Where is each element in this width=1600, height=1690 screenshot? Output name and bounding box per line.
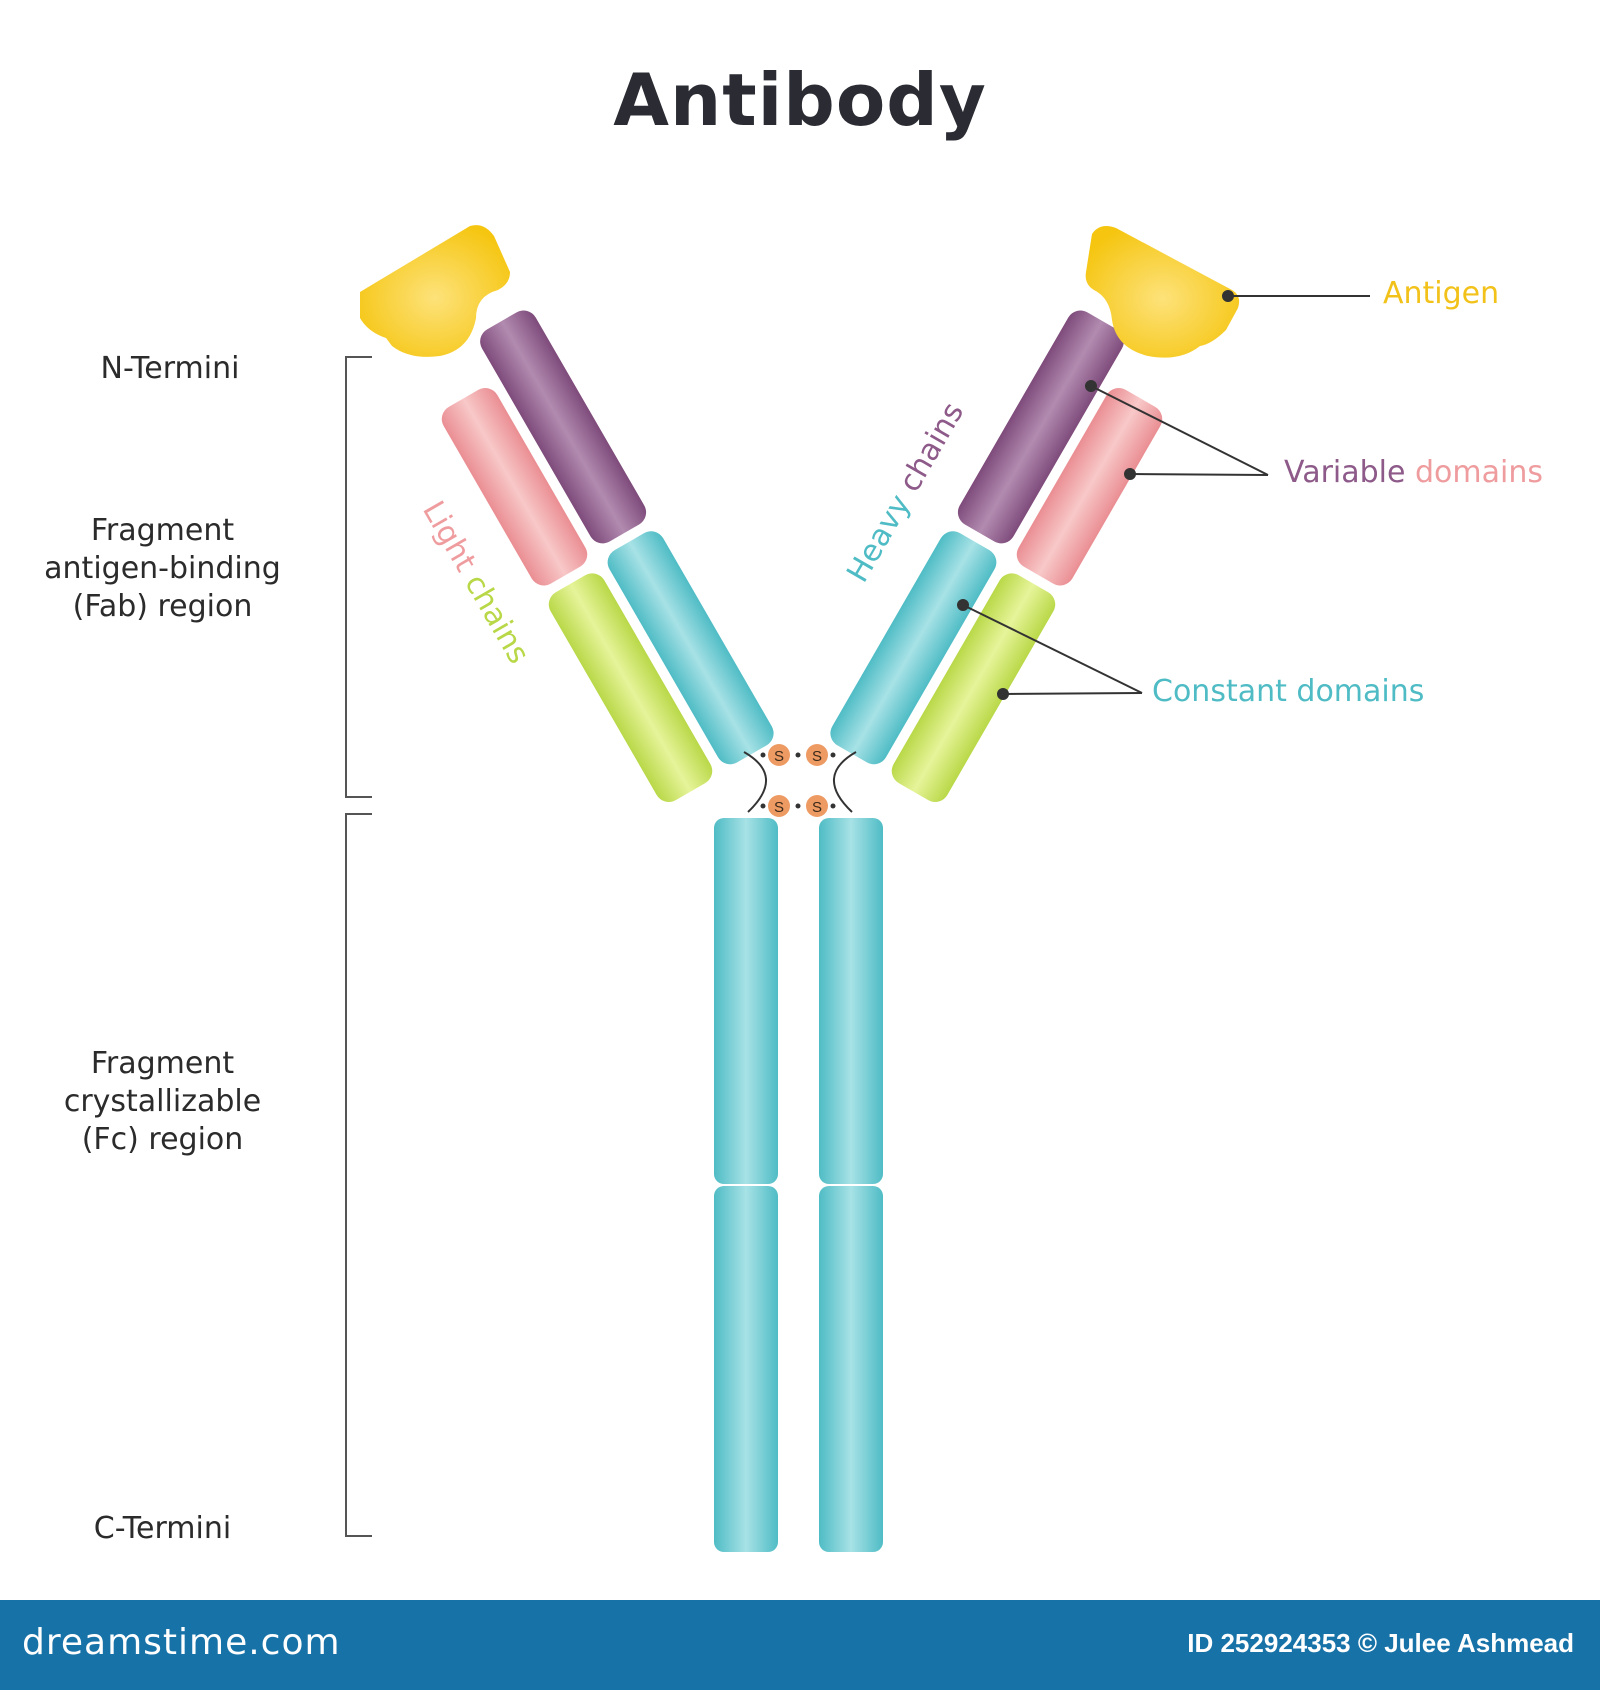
right-light-variable-domain <box>1016 388 1163 586</box>
left-light-constant-domain <box>548 573 713 802</box>
sulfur-atom <box>768 744 790 766</box>
left-antigen <box>360 225 510 357</box>
constant-domains-label: Constant domains <box>1152 674 1425 709</box>
footer-bar: dreamstime.com ID 252924353 © Julee Ashm… <box>0 1600 1600 1690</box>
disulfide-bond-lower: S S <box>760 795 836 817</box>
fab-bracket <box>345 356 372 798</box>
fc-right-upper-domain <box>819 818 883 1184</box>
right-heavy-constant-domain <box>830 531 997 765</box>
left-light-variable-domain <box>441 388 588 586</box>
right-antigen <box>1085 226 1240 358</box>
c-termini-label: C-Termini <box>93 1511 232 1546</box>
left-arm <box>441 310 774 802</box>
hinge <box>743 751 857 813</box>
sulfur-label: S <box>774 748 784 765</box>
sulfur-label: S <box>812 748 822 765</box>
fc-stem <box>714 818 883 1552</box>
right-heavy-variable-domain <box>957 310 1124 544</box>
left-heavy-constant-domain <box>607 531 774 765</box>
sulfur-atom <box>806 744 828 766</box>
fab-region-label: Fragment antigen-binding (Fab) region <box>44 513 281 624</box>
fc-bracket <box>345 813 372 1537</box>
fc-region-label: Fragment crystallizable (Fc) region <box>63 1046 262 1157</box>
footer-logo[interactable]: dreamstime.com <box>22 1622 341 1663</box>
variable-word: Variable <box>1284 455 1406 490</box>
sulfur-atom <box>806 795 828 817</box>
fc-left-upper-domain <box>714 818 778 1184</box>
n-termini-label: N-Termini <box>100 351 240 386</box>
sulfur-label: S <box>812 799 822 816</box>
fc-left-lower-domain <box>714 1186 778 1552</box>
antigen-label: Antigen <box>1383 276 1500 311</box>
fc-right-lower-domain <box>819 1186 883 1552</box>
disulfide-bond-upper: S S <box>760 744 836 766</box>
disulfide-bonds: S S S S <box>760 744 836 817</box>
variable-domains-label: Variable domains <box>1284 455 1543 490</box>
left-heavy-variable-domain <box>480 310 647 544</box>
sulfur-label: S <box>774 799 784 816</box>
domains-word: domains <box>1415 455 1543 490</box>
callout-lines <box>957 290 1370 700</box>
footer-credit: ID 252924353 © Julee Ashmead <box>1187 1628 1574 1658</box>
sulfur-atom <box>768 795 790 817</box>
antibody-diagram: S S S S <box>345 225 1370 1552</box>
page-title: Antibody <box>613 58 987 142</box>
